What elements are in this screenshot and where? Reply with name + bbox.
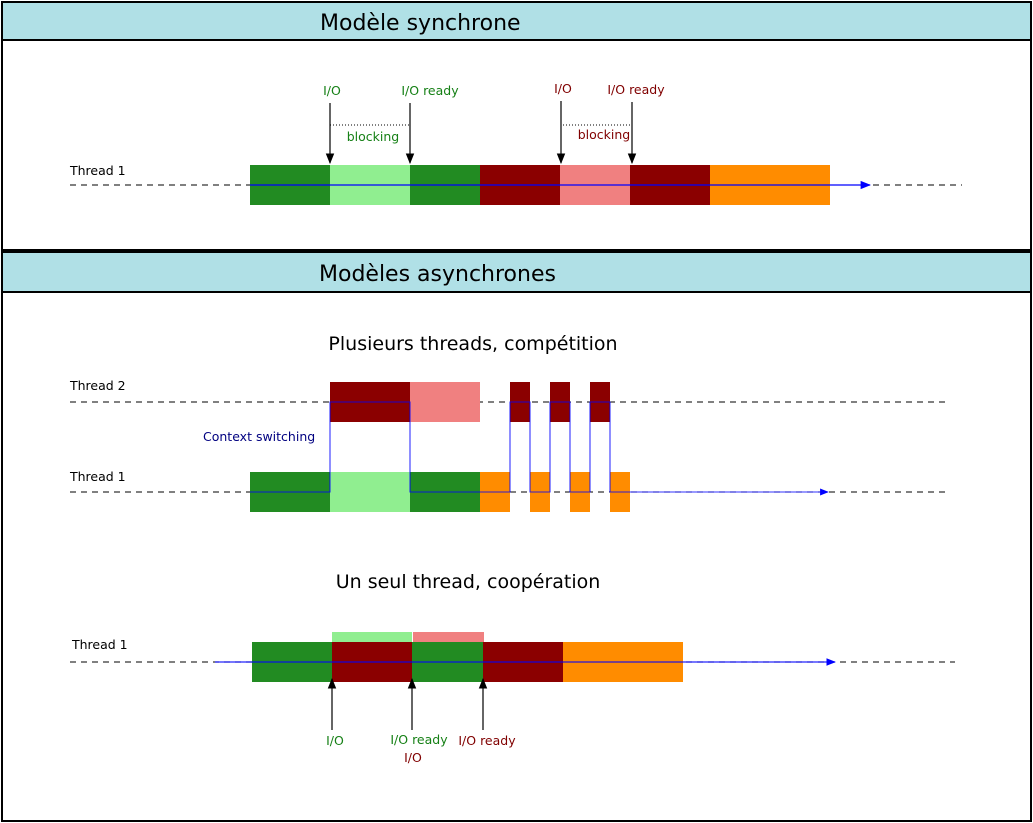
multi-thread-diagram: Plusieurs threads, compétition Thread 2 … bbox=[69, 333, 950, 512]
sync-io-label-1: I/O bbox=[323, 83, 341, 98]
sync-panel bbox=[1, 1, 1032, 251]
thread2-label: Thread 2 bbox=[69, 378, 126, 393]
st-io-ready-label-2: I/O ready bbox=[458, 733, 516, 748]
single-thread-subtitle: Un seul thread, coopération bbox=[336, 571, 601, 593]
sync-thread-label: Thread 1 bbox=[69, 163, 126, 178]
single-thread-label: Thread 1 bbox=[71, 637, 128, 652]
context-switching-label: Context switching bbox=[203, 429, 315, 444]
sync-blocking-label-2: blocking bbox=[578, 127, 631, 142]
sync-timeline: Thread 1 I/O I/O ready blocking I/O I/O … bbox=[69, 81, 962, 205]
single-thread-diagram: Un seul thread, coopération Thread 1 I/O… bbox=[70, 571, 955, 765]
st-waiting-red bbox=[413, 632, 484, 642]
sync-io-ready-label-2: I/O ready bbox=[607, 82, 665, 97]
t2-block-red-blocked bbox=[410, 382, 480, 422]
st-io-label-2: I/O bbox=[404, 750, 422, 765]
async-header-bar bbox=[1, 251, 1032, 293]
context-switch-flow bbox=[250, 401, 829, 496]
async-title: Modèles asynchrones bbox=[319, 262, 556, 287]
t1-block-green-blocked bbox=[330, 472, 410, 512]
st-io-ready-label-1: I/O ready bbox=[390, 732, 448, 747]
st-waiting-green bbox=[332, 632, 412, 642]
st-io-label-1: I/O bbox=[326, 733, 344, 748]
thread1-label: Thread 1 bbox=[69, 469, 126, 484]
async-panel bbox=[1, 251, 1032, 822]
sync-title: Modèle synchrone bbox=[320, 11, 521, 36]
sync-blocking-label-1: blocking bbox=[347, 129, 400, 144]
sync-io-ready-label-1: I/O ready bbox=[401, 83, 459, 98]
multi-thread-subtitle: Plusieurs threads, compétition bbox=[328, 333, 617, 355]
sync-io-label-2: I/O bbox=[554, 81, 572, 96]
sync-header-bar bbox=[1, 1, 1032, 41]
